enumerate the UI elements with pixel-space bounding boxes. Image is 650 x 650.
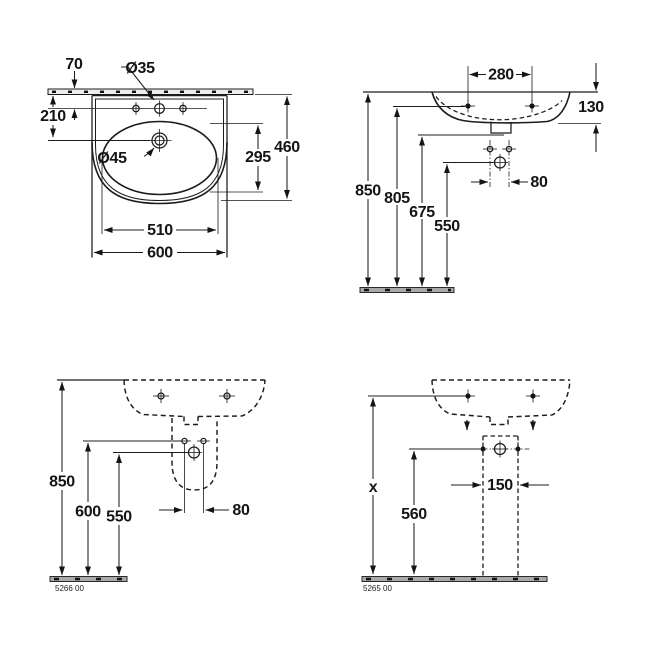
dimension-600: 600 bbox=[93, 245, 226, 262]
dim-label-210: 210 bbox=[40, 108, 66, 125]
dim-label-70: 70 bbox=[65, 56, 83, 73]
siphon-fixing-holes bbox=[483, 140, 516, 187]
dim-label-600: 600 bbox=[147, 245, 173, 262]
dim-label-805: 805 bbox=[384, 190, 410, 207]
basin-side-profile bbox=[431, 91, 571, 124]
basin-inner-hidden-edge bbox=[435, 96, 563, 121]
dim-label-600-front: 600 bbox=[75, 504, 101, 521]
siphon-cover-outline bbox=[171, 418, 218, 491]
dim-label-80-side: 80 bbox=[530, 174, 548, 191]
dimension-675: 675 bbox=[409, 136, 436, 287]
dimension-600-front: 600 bbox=[75, 442, 102, 576]
dimension-460: 460 bbox=[221, 94, 301, 201]
dimension-70: 70 bbox=[65, 56, 83, 120]
wall-mounting-holes bbox=[461, 99, 539, 113]
dimension-80-side: 80 bbox=[471, 174, 548, 191]
dim-label-850-side: 850 bbox=[355, 183, 381, 200]
dimension-dia35: Ø35 bbox=[121, 60, 155, 101]
dim-label-x: x bbox=[369, 479, 378, 496]
dimension-210: 210 bbox=[40, 95, 67, 138]
dimension-dia45: Ø45 bbox=[97, 147, 155, 167]
dim-label-130: 130 bbox=[578, 99, 604, 116]
dim-label-dia35: Ø35 bbox=[125, 60, 155, 77]
siphon-outlet-circle bbox=[492, 154, 508, 171]
dim-label-850-front: 850 bbox=[49, 474, 75, 491]
product-code-siphon-cover: 5266 00 bbox=[55, 584, 84, 593]
dimension-850-front: 850 bbox=[49, 381, 76, 576]
siphon-fixing-holes-front bbox=[178, 437, 210, 513]
faucet-holes bbox=[48, 100, 207, 117]
drain-outlet bbox=[48, 129, 172, 152]
dimension-850-side: 850 bbox=[355, 93, 382, 287]
front-view-siphon-cover-drawing: 850 600 550 80 5266 00 bbox=[49, 379, 266, 593]
mounting-direction-arrows bbox=[464, 420, 536, 431]
basin-bowl-rim bbox=[101, 120, 218, 196]
dimension-280: 280 bbox=[467, 66, 533, 102]
basin-outer-outline bbox=[91, 94, 228, 258]
basin-front-outline-dashed-pedestal bbox=[431, 379, 571, 426]
dimension-550-side: 550 bbox=[434, 164, 461, 287]
drain-trap-notch bbox=[490, 121, 512, 134]
product-code-pedestal: 5265 00 bbox=[363, 584, 392, 593]
dimension-x: x bbox=[369, 397, 378, 575]
siphon-outlet-circle-front bbox=[186, 444, 202, 461]
siphon-outlet-circle-pedestal bbox=[492, 440, 508, 458]
dimension-560: 560 bbox=[401, 450, 428, 575]
dim-label-560: 560 bbox=[401, 506, 427, 523]
dimension-150: 150 bbox=[451, 477, 549, 494]
dimension-805: 805 bbox=[384, 108, 411, 287]
pedestal-outline bbox=[482, 435, 519, 578]
basin-front-outline-dashed bbox=[123, 379, 266, 426]
dimension-510: 510 bbox=[101, 158, 219, 239]
pedestal-fixing-holes bbox=[480, 442, 521, 456]
dim-label-80-front: 80 bbox=[232, 502, 250, 519]
dim-label-280: 280 bbox=[488, 67, 514, 84]
dim-label-295: 295 bbox=[245, 149, 271, 166]
dim-label-675: 675 bbox=[409, 204, 435, 221]
dim-label-dia45: Ø45 bbox=[97, 150, 127, 167]
dimension-130: 130 bbox=[558, 63, 605, 152]
front-view-pedestal-drawing: x 560 150 5265 00 bbox=[361, 379, 571, 593]
dimension-550-front: 550 bbox=[106, 454, 133, 576]
dimension-295: 295 bbox=[210, 123, 272, 193]
dim-label-550-front: 550 bbox=[106, 509, 132, 526]
wall-mounting-holes-front bbox=[153, 389, 235, 403]
dimension-80-front: 80 bbox=[159, 502, 250, 519]
wall-mounting-holes-pedestal bbox=[461, 389, 540, 403]
dim-label-150: 150 bbox=[487, 477, 513, 494]
floor-bar-siphon-cover bbox=[49, 576, 128, 582]
dim-label-460: 460 bbox=[274, 139, 300, 156]
dim-label-550-side: 550 bbox=[434, 218, 460, 235]
side-view-drawing: 280 130 850 bbox=[355, 63, 605, 293]
top-view-drawing: 70 210 Ø35 Ø45 295 bbox=[40, 56, 300, 262]
dim-label-510: 510 bbox=[147, 222, 173, 239]
